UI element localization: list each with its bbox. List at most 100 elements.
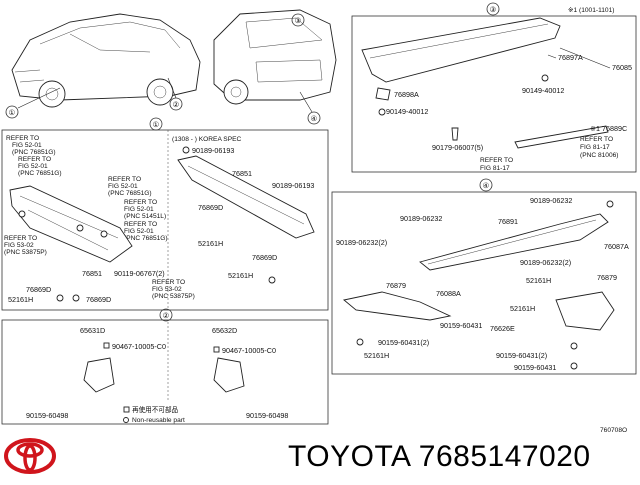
legend-nonreuse: Non-reusable part: [132, 417, 185, 424]
spoiler-strip: [514, 125, 609, 149]
part-76851-b: 76851: [232, 169, 252, 178]
rear-bumper-cover: [419, 213, 609, 271]
part-76088a: 76088A: [436, 289, 461, 298]
section-2: ② 65631D 65632D 90467-10005-C0 90467-100…: [1, 308, 329, 425]
part-76085: 76085: [612, 63, 632, 72]
svg-text:REFER TO: REFER TO: [6, 135, 39, 142]
part-90189-06232-2b: 90189-06232(2): [520, 258, 571, 267]
part-number: 7685147020: [418, 440, 591, 473]
section-4-callout: ④: [483, 181, 490, 190]
diagram-code: 760708O: [600, 427, 627, 434]
korea-spec: (1308 - ) KOREA SPEC: [172, 136, 241, 143]
part-65631d: 65631D: [80, 326, 105, 335]
part-90189-06232-b: 90189-06232: [400, 214, 442, 223]
part-76898a: 76898A: [394, 90, 419, 99]
svg-text:(PNC 51451L): (PNC 51451L): [124, 213, 166, 220]
part-76869d-a: 76869D: [26, 285, 51, 294]
part-76626e: 76626E: [490, 324, 515, 333]
part-90159-60431-2b: 90159-60431(2): [496, 351, 547, 360]
part-90149-40012-a: 90149-40012: [386, 107, 428, 116]
rear-undercover-left: [342, 291, 452, 321]
legend-reuse: 再使用不可部品: [132, 405, 179, 414]
part-90467-b: 90467-10005-C0: [222, 346, 276, 355]
part-76869d-d: 76869D: [252, 253, 277, 262]
svg-text:FIG 52-01: FIG 52-01: [18, 163, 48, 170]
callout-1-label: ①: [9, 108, 16, 117]
part-52161h-c: 52161H: [228, 271, 253, 280]
svg-text:(PNC 53875P): (PNC 53875P): [4, 249, 47, 256]
car-rear-view: [213, 9, 337, 105]
svg-text:(PNC 76851G): (PNC 76851G): [12, 149, 56, 156]
part-76879-b: 76879: [386, 281, 406, 290]
part-76087a: 76087A: [604, 242, 629, 251]
mudguard-left: [83, 357, 115, 393]
svg-text:(PNC 53875P): (PNC 53875P): [152, 293, 195, 300]
date-note: ※1 (1001-1101): [568, 7, 614, 14]
part-65632d: 65632D: [212, 326, 237, 335]
section-3-callout: ③: [490, 5, 497, 14]
ref-81-17-line2: FIG 81-17: [580, 144, 610, 151]
svg-text:FIG 52-01: FIG 52-01: [124, 228, 154, 235]
svg-text:FIG 52-01: FIG 52-01: [124, 206, 154, 213]
svg-text:REFER TO: REFER TO: [108, 176, 141, 183]
part-90159-60431-b: 90159-60431: [514, 363, 556, 372]
svg-text:FIG 53-02: FIG 53-02: [4, 242, 34, 249]
svg-text:(PNC 76851G): (PNC 76851G): [124, 235, 168, 242]
svg-text:REFER TO: REFER TO: [124, 221, 157, 228]
svg-text:FIG 52-01: FIG 52-01: [12, 142, 42, 149]
part-76879-a: 76879: [597, 273, 617, 282]
part-90467-a: 90467-10005-C0: [112, 342, 166, 351]
part-90189-06232-a: 90189-06232: [530, 196, 572, 205]
svg-text:REFER TO: REFER TO: [152, 279, 185, 286]
part-90189-06193-b: 90189-06193: [272, 181, 314, 190]
part-90119: 90119-06767(2): [114, 269, 165, 278]
part-76869d-b: 76869D: [86, 295, 111, 304]
part-90189-06232-2a: 90189-06232(2): [336, 238, 387, 247]
mudguard-right: [213, 357, 245, 393]
callout-1-circle: [5, 105, 19, 119]
part-90149-40012-b: 90149-40012: [522, 86, 564, 95]
ref-81-17b-line2: FIG 81-17: [480, 165, 510, 172]
part-76897a: 76897A: [558, 53, 583, 62]
part-90159-60498-a: 90159-60498: [26, 411, 68, 420]
section-4: ④ 90189-06232 90189-06232 76891 76087A 9…: [331, 178, 637, 375]
part-90159-60431-2a: 90159-60431(2): [378, 338, 429, 347]
engine-undercover-right: [177, 155, 315, 239]
part-90159-60431: 90159-60431: [440, 321, 482, 330]
ref-81-17-line1: REFER TO: [580, 136, 613, 143]
part-76851-a: 76851: [82, 269, 102, 278]
part-52161h-4c: 52161H: [364, 351, 389, 360]
svg-text:REFER TO: REFER TO: [18, 156, 51, 163]
svg-text:(PNC 76851G): (PNC 76851G): [108, 190, 152, 197]
ref-81-17-line3: (PNC 81006): [580, 152, 618, 159]
callout-3-label: ③: [295, 16, 302, 25]
svg-text:REFER TO: REFER TO: [124, 199, 157, 206]
svg-text:(PNC 76851G): (PNC 76851G): [18, 170, 62, 177]
part-90159-60498-b: 90159-60498: [246, 411, 288, 420]
svg-text:FIG 52-01: FIG 52-01: [108, 183, 138, 190]
spoiler-part: [361, 17, 561, 83]
part-52161h-4a: 52161H: [526, 276, 551, 285]
car-callouts: ① ② ③ ④: [5, 13, 321, 125]
rear-bracket-right: [555, 291, 615, 331]
toyota-logo: [4, 438, 56, 474]
section-2-callout: ②: [163, 311, 170, 320]
ref-81-17b-line1: REFER TO: [480, 157, 513, 164]
section-3: ③ ※1 (1001-1101) 76897A 76085 76898A 901…: [351, 2, 637, 173]
part-76891: 76891: [498, 217, 518, 226]
svg-text:FIG 53-02: FIG 53-02: [152, 286, 182, 293]
part-52161h-a: 52161H: [8, 295, 33, 304]
section-1: ① (1308 - ) KOREA SPEC REFER TO FIG 52-0…: [1, 117, 329, 311]
car-front-view: [11, 13, 201, 108]
callout-4-label: ④: [311, 114, 318, 123]
part-52161h-4b: 52161H: [510, 304, 535, 313]
part-90179: 90179-06007(5): [432, 143, 483, 152]
brand-part-label: TOYOTA 7685147020: [288, 440, 591, 474]
svg-text:REFER TO: REFER TO: [4, 235, 37, 242]
part-52161h-b: 52161H: [198, 239, 223, 248]
section-1-callout: ①: [153, 120, 160, 129]
part-90189-06193-a: 90189-06193: [192, 146, 234, 155]
callout-2-label: ②: [173, 100, 180, 109]
